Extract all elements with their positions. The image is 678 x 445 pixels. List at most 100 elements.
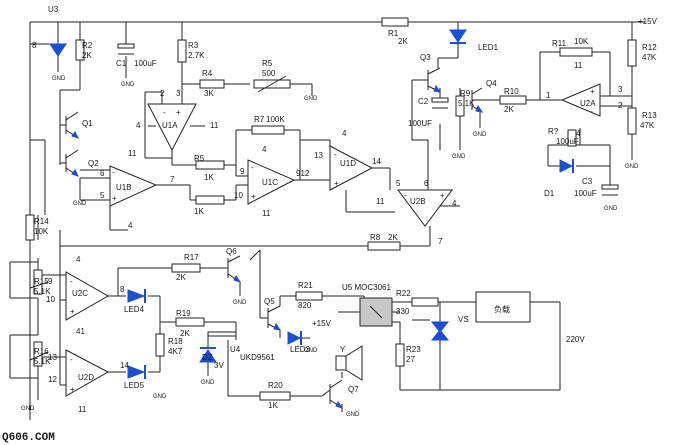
resistor-r9 <box>455 95 465 117</box>
component-labels: +15V +15V 220V U3 U4 UKD9561 U5 MOC3061 … <box>34 5 658 410</box>
r17-ref: R17 <box>184 253 199 262</box>
wire-network <box>9 21 645 420</box>
resistor-r4 <box>199 79 225 89</box>
r23-ref: R23 <box>406 345 421 354</box>
svg-text:11: 11 <box>210 121 219 130</box>
u2d-minus: - <box>70 355 73 364</box>
r20-value: 1K <box>268 401 278 410</box>
u3-label: U3 <box>48 5 59 14</box>
svg-text:3: 3 <box>176 89 181 98</box>
c3-ref: C3 <box>582 177 593 186</box>
q3-label: Q3 <box>420 53 431 62</box>
resistor-r11 <box>559 47 593 57</box>
u1a-minus: - <box>163 108 166 117</box>
u1d-label: U1D <box>340 159 356 168</box>
led4-label: LED4 <box>124 305 145 314</box>
resistor-r5b <box>195 160 225 170</box>
resistor-r22 <box>411 297 439 307</box>
u1c-plus: + <box>251 192 256 201</box>
r11-ref: R11 <box>552 39 567 48</box>
r14-value: 10K <box>34 227 49 236</box>
c2-value: 100UF <box>408 119 432 128</box>
r5b-ref: R5 <box>194 154 205 163</box>
transistor-symbols <box>60 67 484 409</box>
svg-text:14: 14 <box>120 361 129 370</box>
r18-value: 4K7 <box>168 347 183 356</box>
capacitor-c3 <box>601 184 619 190</box>
svg-text:4: 4 <box>576 129 581 138</box>
svg-text:4: 4 <box>262 145 267 154</box>
svg-text:5: 5 <box>100 191 105 200</box>
speaker-icon <box>335 345 363 381</box>
q4-label: Q4 <box>486 79 497 88</box>
triac-vs-icon <box>430 321 450 333</box>
vcc-local-label: +15V <box>312 319 332 328</box>
rq-value: 100uF <box>556 137 579 146</box>
svg-text:11: 11 <box>262 209 271 218</box>
dz-voltage: 3V <box>214 361 224 370</box>
r1-value: 2K <box>398 37 408 46</box>
r19-ref: R19 <box>176 309 191 318</box>
op-amp-u2a: U2A + - <box>560 83 601 117</box>
gnd-r18: GND <box>153 394 167 400</box>
svg-text:4: 4 <box>452 199 457 208</box>
r19-value: 2K <box>180 329 190 338</box>
resistor-r1 <box>381 17 409 27</box>
resistor-r16 <box>33 341 43 367</box>
led3-icon <box>287 331 302 345</box>
u2c-label: U2C <box>72 289 88 298</box>
d1-label: D1 <box>544 189 555 198</box>
u2d-label: U2D <box>78 373 94 382</box>
svg-text:11: 11 <box>376 197 385 206</box>
resistor-r13 <box>627 107 637 135</box>
r6-value: 1K <box>204 173 214 182</box>
u1b-label: U1B <box>116 183 132 192</box>
gnd-c1: GND <box>121 82 135 88</box>
resistor-r3 <box>177 39 187 63</box>
r8-value: 2K <box>388 233 398 242</box>
gnd-q4: GND <box>473 132 487 138</box>
resistor-r15 <box>33 269 43 295</box>
capacitor-c2 <box>431 97 449 103</box>
svg-text:6: 6 <box>424 179 429 188</box>
gnd-q6: GND <box>233 300 247 306</box>
q1-label: Q1 <box>82 119 93 128</box>
r2-ref: R2 <box>82 41 93 50</box>
r15-ref: R15 <box>34 277 49 286</box>
u2a-plus: + <box>590 87 595 96</box>
pin-numbers: 8 2 3 4 11 11 6 5 7 4 9 10 4 11 912 13 1… <box>32 41 623 414</box>
r21-ref: R21 <box>298 281 313 290</box>
c1-value: 100uF <box>134 59 157 68</box>
resistor-r19 <box>175 317 205 327</box>
svg-text:2: 2 <box>160 89 165 98</box>
svg-text:11: 11 <box>128 149 137 158</box>
transistor-q6-icon <box>222 255 242 283</box>
r8-ref: R8 <box>370 233 381 242</box>
q2-label: Q2 <box>88 159 99 168</box>
load-label: 负载 <box>494 304 510 314</box>
transistor-q2-icon <box>60 149 79 177</box>
led5-label: LED5 <box>124 381 145 390</box>
gnd-r5: GND <box>304 96 318 102</box>
svg-text:10: 10 <box>46 295 55 304</box>
gnd-q2: GND <box>73 201 87 207</box>
resistor-rq <box>567 129 577 147</box>
svg-text:4: 4 <box>342 129 347 138</box>
op-amp-u1a: U1A - + <box>147 103 197 152</box>
resistor-r7 <box>251 125 285 135</box>
led4-icon <box>127 289 146 303</box>
svg-text:1: 1 <box>546 91 551 100</box>
op-amp-u1c: U1C - + <box>247 159 296 205</box>
diode-d1-icon <box>559 159 574 173</box>
svg-text:4: 4 <box>136 121 141 130</box>
u1a-plus: + <box>176 108 181 117</box>
r7-ref: R7 <box>254 115 265 124</box>
zener-u3-icon <box>49 43 67 57</box>
svg-text:3: 3 <box>618 85 623 94</box>
resistor-r21 <box>295 291 323 301</box>
rq-ref: R? <box>548 127 559 136</box>
svg-text:14: 14 <box>372 157 381 166</box>
led1-label: LED1 <box>478 43 499 52</box>
led1-icon <box>449 29 467 43</box>
